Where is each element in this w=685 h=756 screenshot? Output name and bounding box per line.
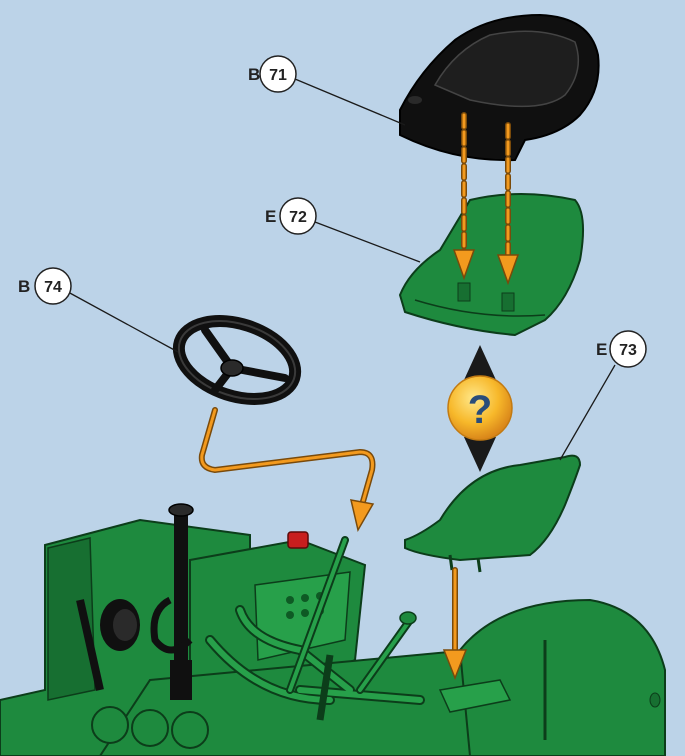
question-mark: ?: [468, 388, 492, 432]
callout-72: E 72: [265, 198, 316, 234]
callout-number: 73: [619, 342, 637, 359]
callout-71: B 71: [248, 56, 296, 92]
seat-pan-72: [400, 194, 583, 335]
red-knob: [288, 532, 308, 548]
choice-indicator: ?: [448, 345, 512, 472]
steering-wheel-74: [169, 307, 305, 413]
callout-number: 71: [269, 67, 287, 84]
seat-cushion-71: [400, 15, 599, 160]
callout-letter: E: [265, 207, 276, 226]
callout-74: B 74: [18, 268, 71, 304]
callout-letter: B: [18, 277, 30, 296]
callout-letter: E: [596, 340, 607, 359]
seat-pan-73: [405, 456, 580, 572]
callout-73: E 73: [596, 331, 646, 367]
callout-number: 72: [289, 209, 307, 226]
callout-letter: B: [248, 65, 260, 84]
rear-fender: [460, 600, 665, 756]
callout-number: 74: [44, 279, 62, 296]
tractor-body: [0, 504, 665, 756]
